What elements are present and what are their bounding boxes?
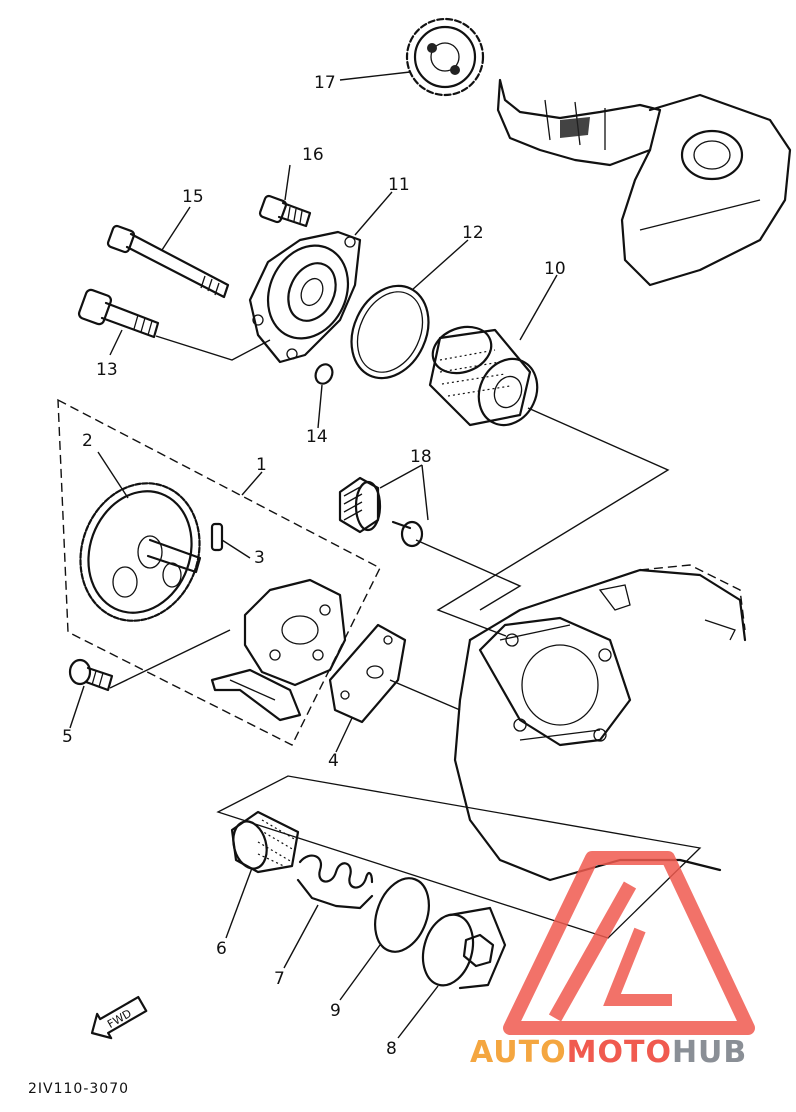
camshaft-assembly <box>496 78 792 287</box>
o-ring-14 <box>314 363 334 385</box>
callout-9: 9 <box>330 1001 341 1021</box>
callout-6: 6 <box>216 939 227 959</box>
bolt-18 <box>391 520 424 548</box>
callout-11: 11 <box>388 175 410 195</box>
callout-18: 18 <box>410 447 432 467</box>
watermark-auto: AUTO <box>470 1035 567 1070</box>
callout-10: 10 <box>544 259 566 279</box>
callout-17: 17 <box>314 73 336 93</box>
oil-pump-body <box>210 578 347 722</box>
pump-gasket <box>328 623 407 724</box>
forward-arrow: FWD <box>90 995 148 1040</box>
cam-sprocket <box>405 17 485 97</box>
strainer-assembly-frame <box>216 775 702 939</box>
callout-1: 1 <box>256 455 267 475</box>
callout-16: 16 <box>302 145 324 165</box>
compression-spring-7 <box>296 854 374 910</box>
callout-2: 2 <box>82 431 93 451</box>
o-ring-12 <box>350 284 430 380</box>
o-ring-9 <box>374 877 430 953</box>
watermark-hub: HUB <box>672 1035 747 1070</box>
screw-5 <box>68 658 114 692</box>
callout-14: 14 <box>306 427 328 447</box>
callout-3: 3 <box>254 548 265 568</box>
callout-12: 12 <box>462 223 484 243</box>
watermark-moto: MOTO <box>567 1035 672 1070</box>
drawing-code: 2IV110-3070 <box>28 1081 129 1097</box>
oil-filter-cover <box>248 230 362 364</box>
watermark-triangle-icon <box>503 851 755 1035</box>
leader-lines <box>69 71 670 1039</box>
drain-plug-8 <box>421 906 507 990</box>
strainer-18 <box>338 476 382 534</box>
engine-block <box>453 564 747 882</box>
svg-text:AUTOMOTOHUB: AUTOMOTOHUB <box>470 1035 747 1070</box>
watermark-logo: AUTOMOTOHUB <box>470 851 755 1070</box>
oil-filter-element <box>428 325 539 427</box>
dowel-pin-3 <box>210 522 224 552</box>
bolt-15 <box>106 224 230 299</box>
oil-pump-assembly-frame <box>57 398 381 746</box>
oil-strainer-6 <box>230 810 300 874</box>
callout-8: 8 <box>386 1039 397 1059</box>
callout-15: 15 <box>182 187 204 207</box>
callout-5: 5 <box>62 727 73 747</box>
callout-4: 4 <box>328 751 339 771</box>
callout-labels: 1 2 3 4 5 6 7 8 9 10 11 12 13 14 15 16 1… <box>62 73 566 1059</box>
pump-drive-gear <box>79 482 202 622</box>
bolt-16 <box>258 194 312 228</box>
callout-7: 7 <box>274 969 285 989</box>
callout-13: 13 <box>96 360 118 380</box>
bolt-13 <box>77 288 160 339</box>
